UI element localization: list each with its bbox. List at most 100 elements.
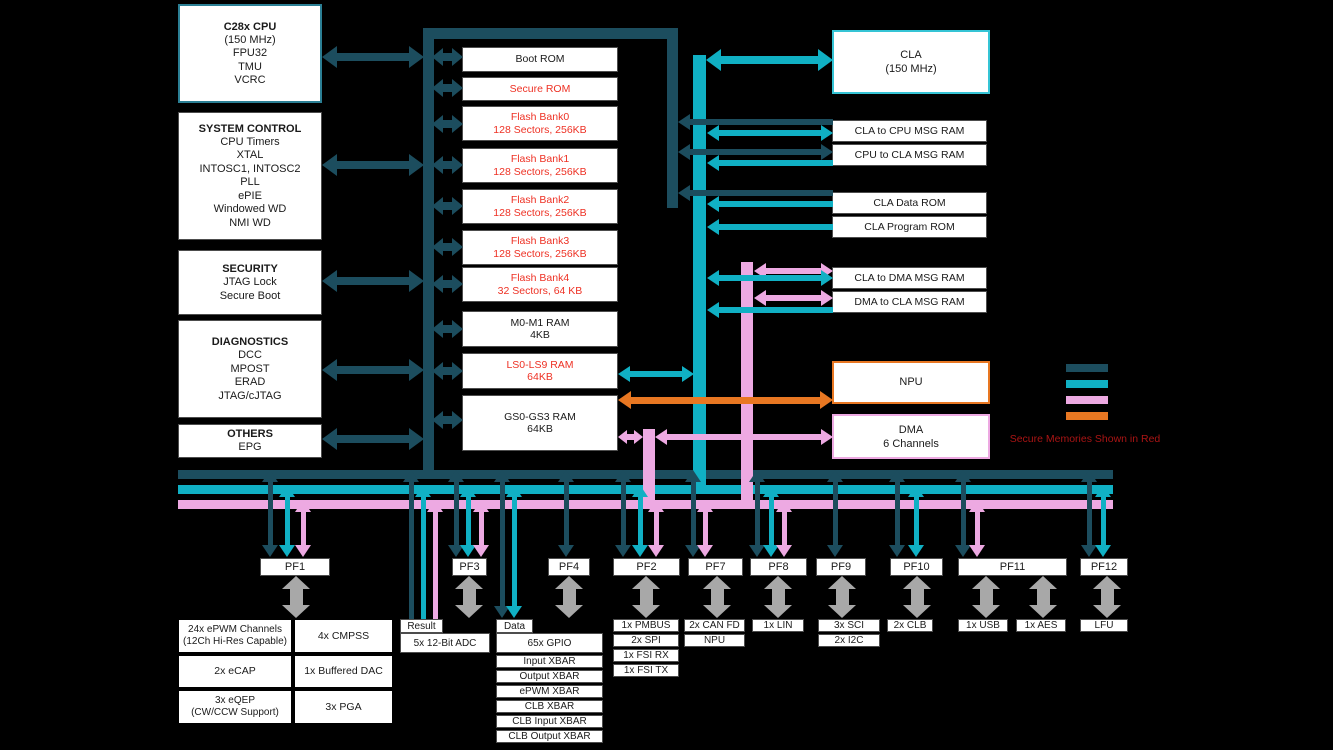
npu-block: NPU — [832, 361, 990, 404]
arrow-line — [511, 496, 517, 607]
arrowhead — [749, 470, 765, 482]
bus-dark — [423, 28, 434, 479]
epwm-cell: 24x ePWM Channels (12Ch Hi-Res Capable) — [177, 618, 293, 654]
arrowhead — [452, 115, 463, 133]
bus-pink — [643, 429, 655, 509]
pf1-frame: PF1 — [260, 558, 330, 576]
arrowhead — [703, 576, 731, 589]
arrowhead — [820, 391, 833, 409]
others-features: EPG — [238, 441, 262, 454]
lfu-box: LFU — [1080, 619, 1128, 632]
arrowhead — [448, 470, 464, 482]
arrow-line — [894, 481, 900, 546]
arrowhead — [432, 115, 443, 133]
arrow-line — [442, 202, 453, 210]
pf10-frame: PF10 — [890, 558, 943, 576]
arrow-line — [432, 511, 438, 619]
pf7-frame: PF7 — [688, 558, 743, 576]
arrowhead — [648, 500, 664, 512]
arrow-line — [442, 367, 453, 375]
arrowhead — [615, 545, 631, 557]
cla-data-rom-box: CLA Data ROM — [832, 192, 987, 214]
arrowhead — [776, 545, 792, 557]
pf11-frame: PF11 — [958, 558, 1067, 576]
arrowhead — [506, 485, 522, 497]
arrow-line — [689, 149, 822, 155]
lin-box: 1x LIN — [752, 619, 804, 632]
arrow-line — [768, 496, 774, 546]
arrowhead — [432, 197, 443, 215]
arrow-line — [974, 511, 980, 546]
arrowhead — [972, 576, 1000, 589]
arrowhead — [558, 545, 574, 557]
arrowhead — [452, 48, 463, 66]
arrow-line — [300, 511, 306, 546]
arrowhead — [903, 605, 931, 618]
fsi-rx-box: 1x FSI RX — [613, 649, 679, 662]
cla-program-rom-box: CLA Program ROM — [832, 216, 987, 238]
arrowhead — [972, 605, 1000, 618]
arrowhead — [452, 411, 463, 429]
arrowhead — [632, 605, 660, 618]
arrowhead — [409, 154, 424, 176]
arrow-line — [718, 130, 822, 136]
flash-bank1-box: Flash Bank1 128 Sectors, 256KB — [462, 148, 618, 183]
ecap-cell: 2x eCAP — [177, 654, 293, 689]
arrowhead — [908, 545, 924, 557]
arrowhead — [618, 391, 631, 409]
arrow-line — [1086, 481, 1092, 546]
arrowhead — [452, 362, 463, 380]
arrowhead — [632, 545, 648, 557]
arrowhead — [818, 49, 833, 71]
arrowhead — [1093, 576, 1121, 589]
arrowhead — [632, 576, 660, 589]
clb-input-xbar-box: CLB Input XBAR — [496, 715, 603, 728]
arrowhead — [889, 470, 905, 482]
arrow-line — [442, 243, 453, 251]
arrowhead — [955, 470, 971, 482]
security-features: JTAG Lock Secure Boot — [219, 276, 281, 302]
cla-to-cpu-msg-ram-box: CLA to CPU MSG RAM — [832, 120, 987, 142]
arrowhead — [1093, 605, 1121, 618]
arrowhead — [707, 155, 719, 171]
arrow-line — [718, 307, 833, 313]
legend-dma-bus-bar — [1066, 396, 1108, 404]
arrow-line — [689, 119, 833, 125]
others-block: OTHERS EPG — [178, 424, 322, 458]
arrowhead — [827, 545, 843, 557]
sci-box: 3x SCI — [818, 619, 880, 632]
system-control-features: CPU Timers XTAL INTOSC1, INTOSC2 PLL ePI… — [199, 135, 301, 229]
arrowhead — [889, 545, 905, 557]
arrowhead — [282, 605, 310, 618]
arrow-line — [453, 481, 459, 546]
bus-dark — [667, 28, 678, 208]
arrowhead — [432, 275, 443, 293]
can-fd-box: 2x CAN FD — [684, 619, 745, 632]
arrowhead — [678, 114, 690, 130]
arrow-line — [689, 190, 833, 196]
gpio-box: 65x GPIO — [496, 633, 603, 653]
arrowhead — [452, 197, 463, 215]
arrow-line — [718, 224, 833, 230]
arrow-line — [835, 588, 849, 606]
arrowhead — [506, 606, 522, 618]
pf12-frame: PF12 — [1080, 558, 1128, 576]
spi-box: 2x SPI — [613, 634, 679, 647]
arrow-line — [1036, 588, 1050, 606]
arrowhead — [749, 545, 765, 557]
gs-ram-box: GS0-GS3 RAM 64KB — [462, 395, 618, 451]
flash-bank2-box: Flash Bank2 128 Sectors, 256KB — [462, 189, 618, 224]
arrow-line — [832, 481, 838, 546]
arrowhead — [452, 320, 463, 338]
arrowhead — [279, 545, 295, 557]
arrow-line — [781, 511, 787, 546]
arrow-line — [336, 53, 410, 61]
arrowhead — [678, 185, 690, 201]
dma-to-cla-msg-ram-box: DMA to CLA MSG RAM — [832, 291, 987, 313]
arrow-line — [720, 56, 819, 64]
ls-ram-box: LS0-LS9 RAM 64KB — [462, 353, 618, 389]
pf4-frame: PF4 — [548, 558, 590, 576]
arrow-line — [765, 268, 822, 274]
arrowhead — [322, 428, 337, 450]
